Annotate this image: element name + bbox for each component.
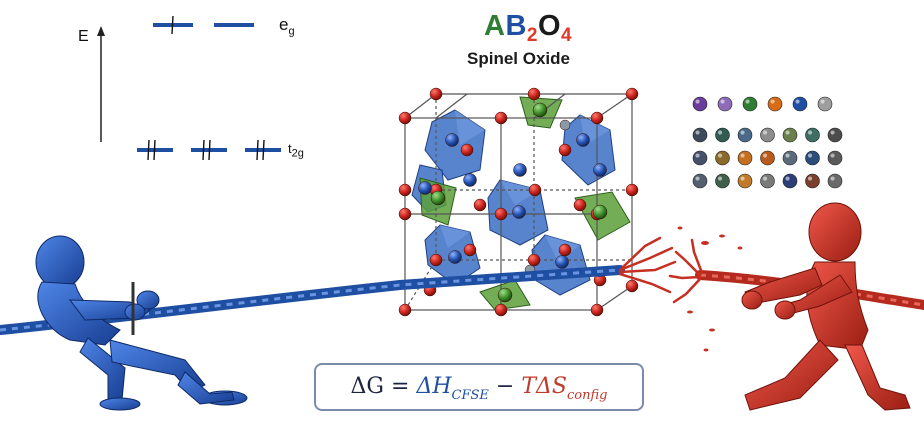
oxygen-atom (558, 243, 572, 257)
spinel-formula: AB2O4 (484, 10, 573, 46)
energy-level-diagram (97, 15, 281, 161)
oxygen-atom (429, 253, 443, 267)
oxygen-atom (625, 183, 639, 197)
palette-sphere (737, 150, 753, 166)
eq-enthalpy-sub: CFSE (451, 388, 489, 403)
oxygen-atom (573, 198, 587, 212)
oxygen-atom (528, 183, 542, 197)
atoms (398, 87, 639, 317)
palette-sphere (737, 127, 753, 143)
oxygen-atom (625, 87, 639, 101)
palette-sphere (782, 173, 798, 189)
palette-sphere (692, 96, 708, 112)
palette-sphere (760, 150, 775, 166)
palette-sphere (715, 173, 730, 189)
red-figure (741, 202, 911, 411)
palette-sphere (692, 150, 708, 166)
oxygen-atom (429, 87, 443, 101)
oxygen-atom (590, 111, 604, 125)
oxygen-atom (625, 279, 639, 293)
palette-sphere (827, 173, 843, 189)
palette-sphere (767, 96, 783, 112)
rope-fragments (677, 226, 743, 352)
b-site-atom (576, 133, 590, 147)
frayed-rope (618, 236, 704, 304)
oxygen-atom (527, 87, 541, 101)
oxygen-atom (494, 207, 508, 221)
b-site-atom (463, 173, 477, 187)
palette-sphere (817, 96, 833, 112)
oxygen-atom (527, 253, 541, 267)
palette-sphere (760, 173, 775, 189)
b-site-atom (418, 181, 432, 195)
oxygen-atom (398, 207, 412, 221)
eq-entropy-sub: config (566, 388, 608, 403)
oxygen-atom (590, 303, 604, 317)
palette-sphere (692, 173, 708, 189)
oxygen-atom (494, 111, 508, 125)
spinel-crystal-structure (398, 87, 639, 317)
palette-sphere (827, 127, 843, 143)
eg-label: eg (279, 15, 295, 38)
oxygen-atom (398, 111, 412, 125)
palette-sphere (717, 96, 733, 112)
spinel-subtitle: Spinel Oxide (467, 49, 570, 68)
oxygen-atom (494, 303, 508, 317)
eq-lhs: ΔG (350, 374, 384, 399)
b-site-atom (512, 205, 526, 219)
palette-sphere (715, 127, 730, 143)
eq-equals: = (391, 374, 410, 399)
oxygen-atom (473, 198, 487, 212)
b-site-atom (445, 133, 459, 147)
palette-sphere (715, 150, 730, 166)
a-site-atom (532, 102, 548, 118)
a-site-atom (592, 204, 608, 220)
palette-sphere (805, 127, 820, 143)
palette-sphere (805, 173, 820, 189)
eq-minus: − (495, 374, 515, 399)
element-palette (692, 96, 843, 189)
eq-entropy: TΔS (521, 374, 567, 399)
palette-sphere (742, 96, 758, 112)
oxygen-atom (398, 303, 412, 317)
a-site-atom (497, 287, 513, 303)
oxygen-atom (398, 183, 412, 197)
blue-figure (35, 235, 248, 411)
t2g-label: t2g (288, 141, 304, 160)
eg-electron-1 (171, 15, 174, 35)
palette-sphere (805, 150, 820, 166)
gibbs-equation-box: ΔG = ΔHCFSE − TΔSconfig (314, 363, 644, 411)
oxygen-atom (558, 143, 572, 157)
palette-sphere (737, 173, 753, 189)
b-site-atom (555, 255, 569, 269)
b-site-atom (448, 250, 462, 264)
energy-axis-arrow (97, 26, 105, 36)
palette-sphere (692, 127, 708, 143)
b-site-atom (513, 163, 527, 177)
palette-sphere (760, 127, 775, 143)
palette-sphere (827, 150, 843, 166)
eq-enthalpy: ΔH (416, 374, 452, 399)
energy-axis-label: E (78, 28, 89, 45)
oxygen-atom (463, 243, 477, 257)
palette-sphere (782, 150, 798, 166)
dopant-atom (559, 119, 571, 131)
oxygen-atom (460, 143, 474, 157)
a-site-atom (430, 190, 446, 206)
b-site-atom (593, 163, 607, 177)
palette-sphere (782, 127, 798, 143)
palette-sphere (792, 96, 808, 112)
